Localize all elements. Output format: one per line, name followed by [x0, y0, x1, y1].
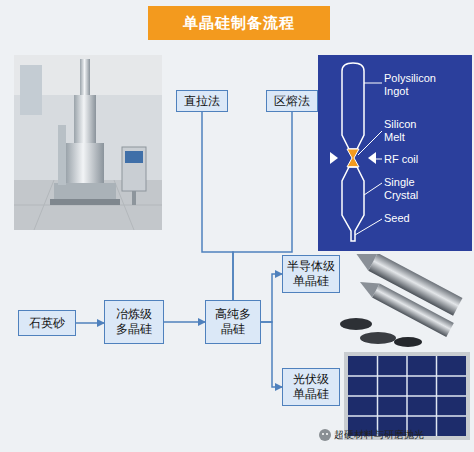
part-label: Single Crystal — [384, 176, 440, 202]
ingot-picture — [338, 254, 472, 348]
part-label: Polysilicon Ingot — [384, 72, 456, 98]
flow-connector — [76, 322, 104, 324]
watermark: 超硬材料与研磨抛光 — [334, 429, 474, 441]
process-box: 石英砂 — [18, 310, 76, 336]
part-label: Silicon Melt — [384, 118, 440, 144]
box-text: 半导体级单晶硅 — [286, 259, 336, 289]
flow-connector — [261, 274, 282, 322]
process-box: 直拉法 — [176, 90, 228, 112]
process-box: 区熔法 — [266, 90, 318, 112]
title-banner: 单晶硅制备流程 — [148, 6, 330, 40]
process-box: 冶炼级多晶硅 — [104, 300, 164, 344]
process-box: 高纯多晶硅 — [205, 300, 261, 344]
box-text: 冶炼级多晶硅 — [113, 307, 155, 337]
part-label: Seed — [384, 212, 444, 225]
process-box: 光伏级单晶硅 — [282, 368, 340, 406]
flow-connector — [261, 322, 282, 387]
box-text: 石英砂 — [29, 316, 65, 331]
flow-connector — [164, 321, 205, 323]
box-text: 光伏级单晶硅 — [291, 372, 331, 402]
box-text: 直拉法 — [184, 94, 220, 109]
furnace-photo — [14, 55, 162, 230]
box-text: 区熔法 — [274, 94, 310, 109]
box-text: 高纯多晶硅 — [214, 307, 252, 337]
process-box: 半导体级单晶硅 — [282, 255, 340, 293]
flow-connector — [202, 112, 233, 300]
watermark-icon — [318, 428, 332, 442]
solar-panel-picture — [344, 352, 470, 440]
part-label: RF coil — [384, 153, 454, 166]
